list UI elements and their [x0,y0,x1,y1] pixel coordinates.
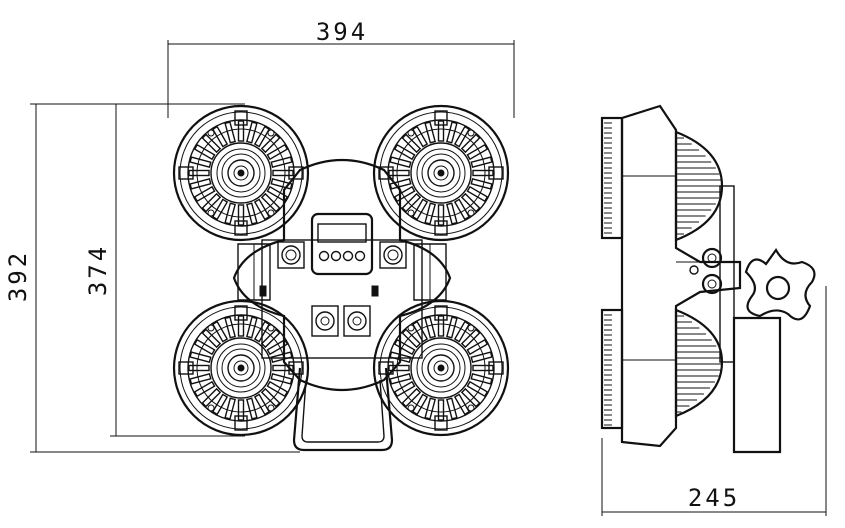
dimension-width-label: 394 [316,18,368,46]
power-out-connector [379,241,407,269]
menu-button [318,250,330,262]
yoke-arm-right [413,243,447,301]
mount-bracket [732,316,782,454]
dimension-width: 394 [167,18,515,118]
dimension-height-overall-label: 392 [4,250,32,302]
vent-hole [689,265,699,275]
down-button [342,250,354,262]
lcd-display [317,223,367,243]
side-housing [620,104,742,448]
dimension-depth-label: 245 [688,484,740,512]
power-in-connector [277,241,305,269]
lock-knob [744,247,816,321]
carry-handle [292,367,394,452]
side-connector-bottom [701,273,723,295]
dimension-height-overall: 392 [4,103,300,453]
led-pod-top-left [172,104,310,242]
data-out-connector [343,305,371,337]
led-pod-top-right [372,104,510,242]
dimension-height-body-label: 374 [84,244,112,296]
dimension-depth: 245 [601,286,827,516]
up-button [330,250,342,262]
data-in-connector [311,305,339,337]
side-connector-top [701,247,723,269]
display-module [310,212,374,276]
front-view [172,104,510,452]
yoke-arm-left [237,243,271,301]
enter-button [354,250,366,262]
side-view [600,104,816,454]
dimension-height-body: 374 [84,104,245,437]
rear-panel [261,239,423,359]
rear-plate [719,185,735,363]
